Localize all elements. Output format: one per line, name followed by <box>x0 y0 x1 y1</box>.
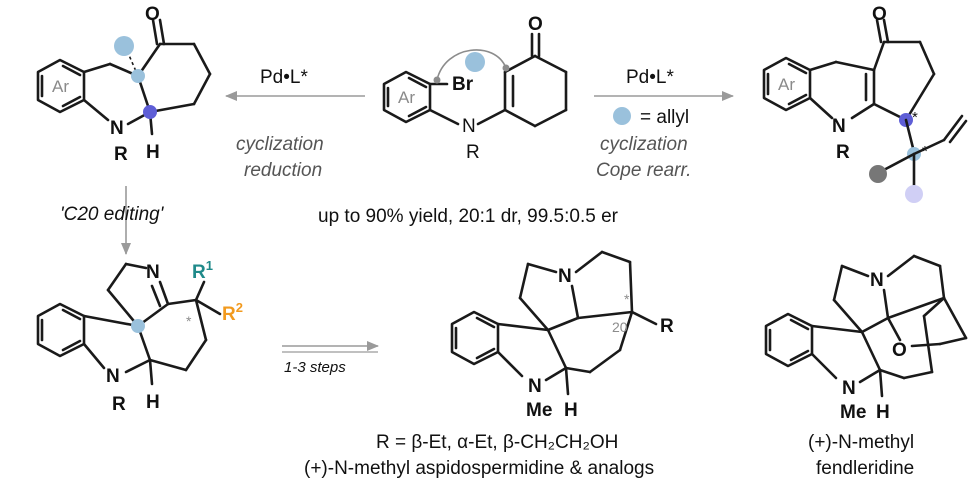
imine-nitrogen: N <box>146 262 160 283</box>
starting-material: Ar Br N R O <box>382 14 568 163</box>
me-fend: Me <box>840 402 866 423</box>
r-group-list: R = β-Et, α-Et, β-CH₂CH₂OH <box>376 432 618 453</box>
steps-label: 1-3 steps <box>284 359 346 376</box>
ketone-oxygen-right: O <box>872 4 887 25</box>
stereo-star-aspido: * <box>624 291 630 307</box>
r-label: R <box>466 142 480 163</box>
r-int: R <box>112 394 126 415</box>
r-aspido: R <box>660 316 674 337</box>
nitrogen-int: N <box>106 366 120 387</box>
h-aspido: H <box>564 400 578 421</box>
h-left: H <box>146 142 160 163</box>
aspidospermidine-product: N Me N H R * 20 <box>450 250 674 421</box>
allyl-marker <box>465 52 485 72</box>
nitrogen-left: N <box>110 118 124 139</box>
c20-label: 20 <box>612 319 628 335</box>
allyl-legend-dot <box>613 107 631 125</box>
ar-label: Ar <box>398 88 415 107</box>
ar-label-right: Ar <box>778 75 795 94</box>
fendleridine-name-2: fendleridine <box>816 458 914 479</box>
left-reaction-arrow: Pd•L* cyclization reduction <box>225 67 365 181</box>
amine-nitrogen-fend: N <box>870 270 884 291</box>
ketone-oxygen-left: O <box>145 4 160 25</box>
r2-label: R2 <box>222 300 243 325</box>
bromine-label: Br <box>452 74 474 95</box>
r-right: R <box>836 142 850 163</box>
reduction-marker <box>143 105 157 119</box>
right-reagent: Pd•L* <box>626 67 674 88</box>
amine-nitrogen-aspido: N <box>558 266 572 287</box>
nitrogen-fend: N <box>842 378 856 399</box>
fendleridine-product: N Me N O H <box>764 254 968 423</box>
nitrogen-right: N <box>832 116 846 137</box>
h-fend: H <box>876 402 890 423</box>
left-reagent: Pd•L* <box>260 67 308 88</box>
carbazole-product: Ar N R O * * <box>762 4 968 203</box>
allyl-legend: = allyl <box>640 107 689 128</box>
right-cond-2: Cope rearr. <box>596 160 691 181</box>
me-aspido: Me <box>526 400 552 421</box>
right-cond-1: cyclization <box>600 134 688 155</box>
c20-editing-arrow: 'C20 editing' <box>60 186 165 255</box>
stereo-star-1: * <box>912 109 918 126</box>
nitrogen-label: N <box>462 116 476 137</box>
ketone-oxygen: O <box>528 14 543 35</box>
stereo-star-int: * <box>186 313 192 329</box>
aspidospermidine-name: (+)-N-methyl aspidospermidine & analogs <box>304 458 654 479</box>
left-cond-2: reduction <box>244 160 322 181</box>
imine-intermediate: N R N H * R1 R2 <box>36 258 243 415</box>
grey-substituent <box>869 165 887 183</box>
allyl-marker-left <box>114 36 134 56</box>
left-cond-1: cyclization <box>236 134 324 155</box>
lilac-substituent <box>905 185 923 203</box>
h-int: H <box>146 392 160 413</box>
right-reaction-arrow: Pd•L* = allyl cyclization Cope rearr. <box>594 67 734 181</box>
nitrogen-aspido: N <box>528 376 542 397</box>
indoline-product: Ar N R O H <box>36 4 212 165</box>
r-left: R <box>114 144 128 165</box>
r1-label: R1 <box>192 258 213 283</box>
stereo-star-2: * <box>922 143 928 160</box>
yield-summary: up to 90% yield, 20:1 dr, 99.5:0.5 er <box>318 206 619 227</box>
ar-label-left: Ar <box>52 77 69 96</box>
steps-arrow: 1-3 steps <box>282 341 379 376</box>
c20-editing-label: 'C20 editing' <box>60 204 165 225</box>
fendleridine-name-1: (+)-N-methyl <box>808 432 914 453</box>
ether-oxygen: O <box>892 340 907 361</box>
